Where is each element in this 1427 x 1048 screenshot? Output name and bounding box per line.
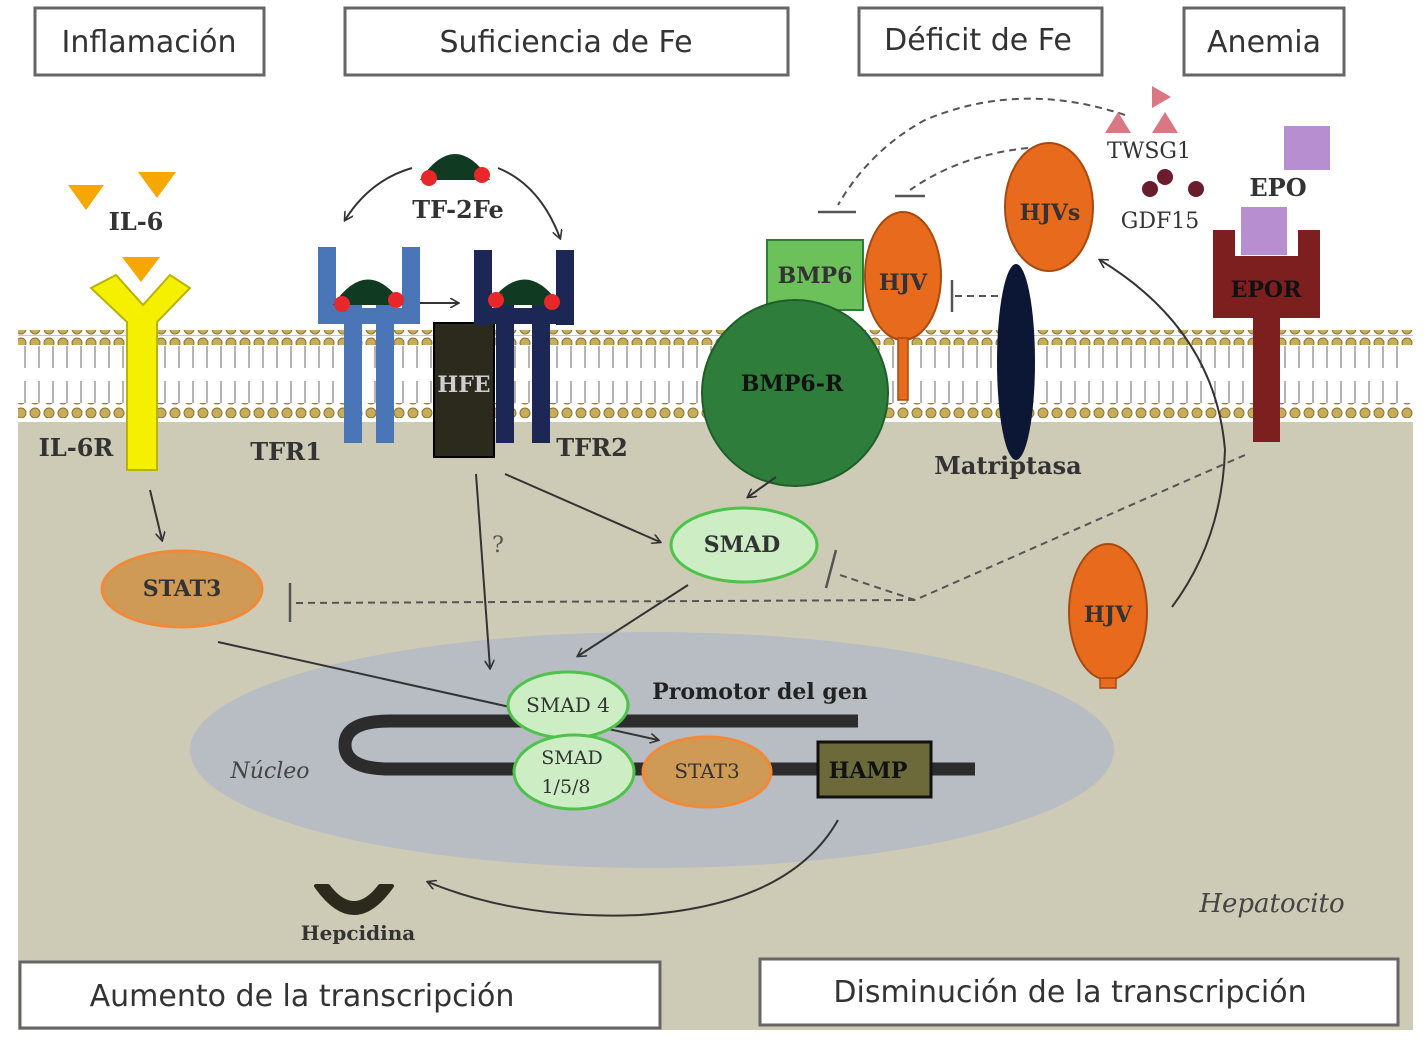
smad-cytoplasm	[669, 506, 819, 584]
bmp6-label: BMP6	[778, 263, 853, 289]
smad158-label-b: 1/5/8	[541, 776, 590, 798]
arrow-bmp6r-to-smad	[748, 476, 777, 497]
arrow-tfr2-to-smad	[504, 473, 660, 542]
tf2fe-top	[420, 154, 490, 186]
header-deficit: Déficit de Fe	[857, 6, 1104, 77]
hjvs	[1004, 142, 1094, 272]
footer-disminucion: Disminución de la transcripción	[758, 957, 1400, 1027]
hjv-cytoplasm	[1068, 543, 1148, 689]
il6-label: IL-6	[109, 207, 164, 236]
il6r-label: IL-6R	[39, 433, 115, 462]
il6-ligands	[68, 172, 176, 282]
gdf15-label: GDF15	[1121, 209, 1199, 234]
inhibit-epor-line	[914, 454, 1246, 601]
smad158-label-a: SMAD	[541, 747, 602, 769]
stat3-cytoplasm	[100, 549, 264, 629]
stat3-label: STAT3	[143, 576, 222, 602]
footer-aumento-text: Aumento de la transcripción	[90, 979, 515, 1014]
smad4-label: SMAD 4	[526, 693, 610, 717]
matriptasa-label: Matriptasa	[934, 451, 1081, 480]
hepatocito-label: Hepatocito	[1198, 889, 1344, 919]
tfr2-bound-transferrin	[488, 279, 560, 310]
arrow-il6r-to-stat3	[149, 489, 162, 540]
epor-label: EPOR	[1231, 277, 1302, 303]
arrow-smad-to-nucleus	[578, 584, 689, 656]
inhibit-epor-smad	[839, 574, 916, 601]
hepcidina-peptide	[314, 884, 394, 915]
arrow-tf-to-tfr1	[345, 167, 413, 220]
hjvs-label: HJVs	[1020, 200, 1081, 226]
smad-label: SMAD	[704, 532, 780, 558]
arrow-hjv-to-hjvs	[1100, 260, 1227, 608]
arrow-tf-to-tfr2	[497, 167, 560, 238]
question-mark: ?	[492, 533, 504, 558]
arrow-hfe-to-promoter	[475, 473, 490, 668]
hamp-gene	[816, 740, 933, 799]
inhibit-twsg1-bmp6	[837, 97, 1126, 206]
tfr1-bound-transferrin	[333, 279, 404, 312]
bmp6r-label: BMP6-R	[741, 371, 844, 397]
inhibit-epor-stat3	[294, 599, 916, 604]
footer-disminucion-text: Disminución de la transcripción	[833, 975, 1306, 1010]
stat3-nucleus-label: STAT3	[674, 759, 739, 783]
hfe-label: HFE	[437, 372, 490, 398]
header-deficit-text: Déficit de Fe	[884, 23, 1072, 58]
nucleus	[190, 632, 1114, 868]
arrow-hamp-to-hepcidina	[428, 819, 839, 917]
hfe	[433, 322, 495, 458]
epo-receptor	[1213, 230, 1320, 442]
tfr2-label: TFR2	[556, 433, 628, 462]
matriptasa	[997, 264, 1035, 460]
header-inflamacion: Inflamación	[33, 6, 266, 77]
twsg1-label: TWSG1	[1107, 139, 1191, 164]
hamp-label: HAMP	[829, 758, 908, 784]
hepcidina-label: Hepcidina	[301, 921, 416, 945]
tfr2-receptor	[474, 250, 574, 443]
hjv-cytoplasm-label: HJV	[1084, 602, 1133, 628]
promotor-label: Promotor del gen	[652, 679, 868, 705]
tf2fe-label: TF-2Fe	[412, 195, 503, 224]
header-suficiencia-text: Suficiencia de Fe	[439, 25, 692, 60]
twsg1-ligands	[1105, 86, 1178, 133]
header-suficiencia: Suficiencia de Fe	[343, 6, 790, 77]
nucleo-label: Núcleo	[229, 759, 309, 784]
tfr1-label: TFR1	[250, 437, 322, 466]
epo-label: EPO	[1249, 173, 1306, 202]
bmp6	[766, 239, 864, 311]
header-inflamacion-text: Inflamación	[62, 25, 237, 60]
tfr1-receptor	[318, 247, 420, 443]
inhibit-hjvs-hjv	[909, 147, 1029, 191]
header-anemia-text: Anemia	[1207, 25, 1321, 60]
epo-bound	[1241, 207, 1287, 255]
epo-free	[1284, 126, 1330, 170]
dna-strand	[338, 714, 975, 776]
stat3-nucleus	[641, 735, 773, 809]
hjv-label: HJV	[879, 270, 928, 296]
il6-receptor	[89, 273, 192, 471]
header-anemia: Anemia	[1182, 6, 1346, 77]
bmp6-receptor	[701, 299, 889, 487]
gdf15-ligands	[1142, 169, 1204, 197]
footer-aumento: Aumento de la transcripción	[18, 960, 662, 1030]
inhibit-epor-smad-bar	[824, 549, 838, 589]
hjv-membrane	[864, 211, 942, 401]
smad158	[512, 733, 636, 811]
